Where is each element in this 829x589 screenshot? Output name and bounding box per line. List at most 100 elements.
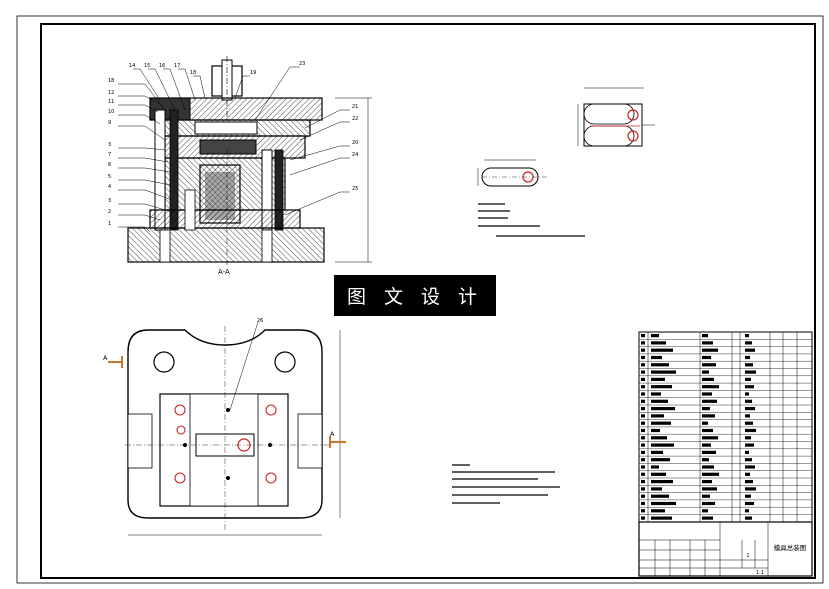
part-number: 18 [108,78,114,84]
part-number: 22 [352,116,358,122]
part-number: 9 [108,120,111,126]
bom-item-number [641,472,645,476]
bom-cell-text [745,341,752,345]
bom-item-number [641,487,645,491]
bom-cell-text [745,421,753,425]
bom-item-number [641,443,645,447]
bom-item-number [641,377,645,381]
leader-lines [118,66,350,233]
bom-cell-text [651,334,659,338]
bom-cell-text [745,480,753,484]
bom-cell-text [651,436,667,440]
drawing-scale: 1:1 [756,570,764,576]
bom-cell-text [702,407,710,411]
drawing-name: 模具总装图 [774,543,807,552]
cut-marker-label-left: A [103,354,108,362]
technical-requirements-lower [452,464,560,504]
bom-cell-text [702,363,716,367]
part-number: 15 [144,63,150,69]
bom-cell-text [651,421,671,425]
bill-of-materials [638,331,813,523]
bom-cell-text [702,494,710,498]
part-number: 7 [108,152,111,158]
plan-view [108,321,346,536]
bom-cell-text [745,399,752,403]
bom-cell-text [702,501,715,506]
bom-item-number [641,385,645,389]
title-block: 模具总装图 1 1:1 [638,521,813,577]
bom-cell-text [745,516,752,520]
bom-cell-text [702,516,713,520]
bom-cell-text [745,472,750,476]
part-number: 2 [108,209,111,215]
bom-cell-text [745,385,754,389]
banner-text: 图 文 设 计 [347,286,483,308]
bom-item-number [641,465,645,469]
part-number: 21 [352,104,358,110]
part-number: 4 [108,184,111,190]
bom-cell-text [745,355,750,360]
bom-cell-text [651,348,673,352]
bom-cell-text [745,334,749,338]
cut-marker-label-right: A [330,430,335,438]
bom-cell-text [651,494,669,498]
bom-item-number [641,428,645,433]
bom-cell-text [745,428,756,433]
bom-cell-text [702,428,713,433]
part-number: 1 [108,221,111,227]
section-view [127,56,372,265]
bom-cell-text [702,355,711,360]
bom-item-number [641,348,645,352]
bom-cell-text [702,341,713,345]
bom-cell-text [651,414,664,418]
bom-cell-text [745,487,756,491]
bom-cell-text [651,399,668,403]
part-number: 12 [108,90,114,96]
bom-cell-text [745,465,755,469]
part-number: 5 [108,174,111,180]
bom-cell-text [651,385,672,389]
bom-cell-text [651,428,660,433]
bom-cell-text [651,377,665,381]
bom-cell-text [702,458,709,462]
part-number: 6 [108,162,111,168]
bom-cell-text [651,407,675,411]
bom-cell-text [745,494,751,498]
technical-requirements-upper [478,203,585,237]
bom-cell-text [651,363,669,367]
bom-cell-text [651,450,663,454]
bom-cell-text [702,480,712,484]
bom-cell-text [651,516,672,520]
bom-cell-text [651,501,676,506]
bom-cell-text [702,450,716,454]
bom-item-number [641,341,645,345]
part-number: 3 [108,142,111,148]
part-number: 10 [108,109,114,115]
bom-cell-text [651,443,674,447]
bom-cell-text [651,370,676,374]
part-number: 24 [352,152,358,158]
bom-cell-text [702,414,715,418]
part-number: 17 [174,63,180,69]
bom-item-number [641,414,645,418]
bom-cell-text [745,363,753,367]
bom-item-number [641,334,645,338]
bom-item-number [641,509,645,513]
bom-cell-text [745,436,751,440]
bom-cell-text [702,436,718,440]
bom-cell-text [745,377,751,381]
bom-cell-text [702,370,709,374]
bom-item-number [641,516,645,520]
bom-cell-text [651,509,665,513]
part-number-labels: 18 14 15 16 17 18 19 23 12 11 10 9 3 7 6… [108,61,358,324]
part-view-link [577,87,655,147]
part-number: 25 [352,186,358,192]
part-number: 18 [190,70,196,76]
bom-item-number [641,501,645,506]
bom-cell-text [702,509,708,513]
part-number: 3 [108,198,111,204]
outer-border [16,15,824,584]
bom-cell-text [745,414,750,418]
bom-item-number [641,370,645,374]
part-number: 14 [129,63,135,69]
